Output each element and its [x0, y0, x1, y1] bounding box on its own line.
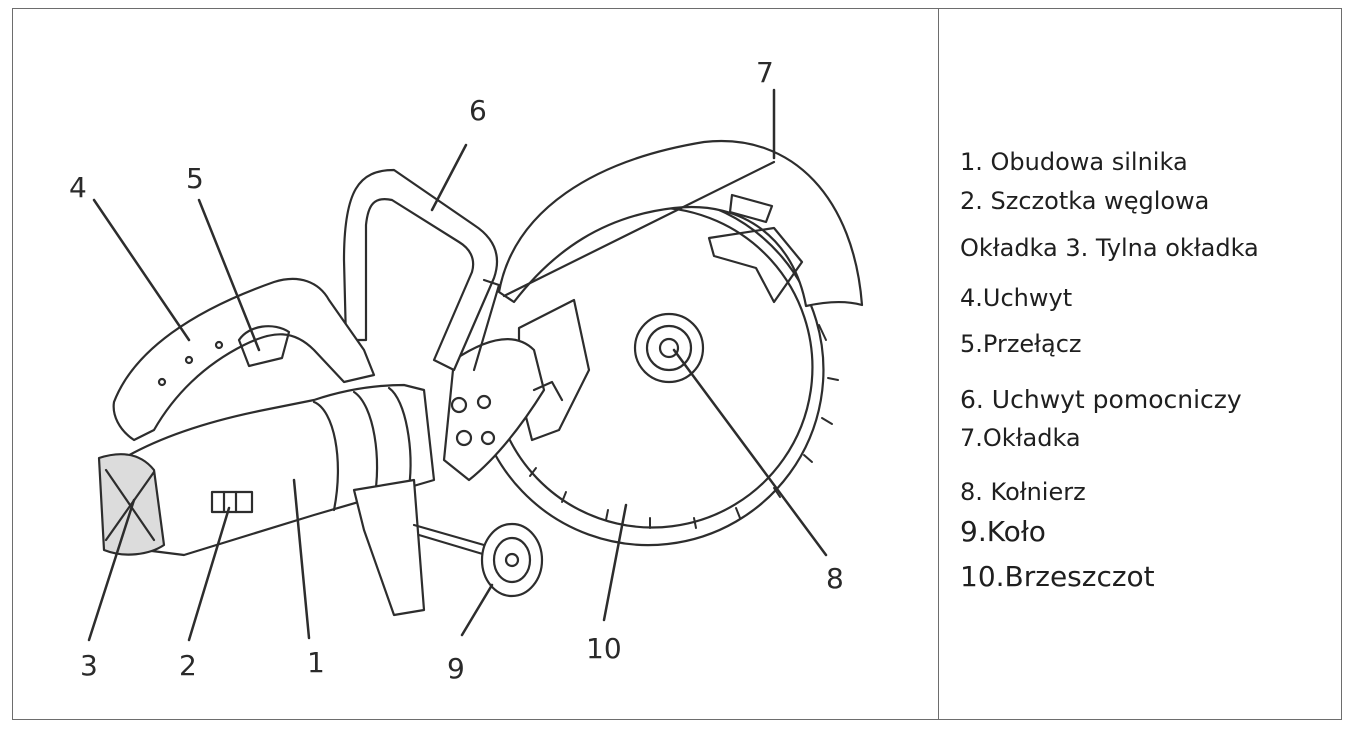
column-divider — [938, 8, 939, 720]
callout-5: 5 — [186, 162, 204, 195]
legend-item-5: 5.Przełącz — [960, 330, 1082, 358]
callout-9: 9 — [447, 652, 465, 685]
leader-lines — [87, 88, 828, 642]
diagram-frame — [12, 8, 1342, 720]
auxiliary-handle — [342, 168, 501, 372]
callout-7: 7 — [756, 56, 774, 89]
callout-4: 4 — [69, 171, 87, 204]
saw-drawing: 1 2 3 4 5 6 7 8 9 10 — [69, 56, 864, 685]
legend-item-8: 8. Kołnierz — [960, 478, 1086, 506]
callout-2: 2 — [179, 649, 197, 682]
legend-item-10: 10.Brzeszczot — [960, 560, 1155, 593]
callout-3: 3 — [80, 649, 98, 682]
blade-flange — [633, 312, 705, 384]
legend-item-3: Okładka 3. Tylna okładka — [960, 234, 1259, 262]
wheel — [352, 478, 544, 617]
blade-arm — [442, 338, 564, 482]
motor-housing — [122, 383, 436, 557]
callout-10: 10 — [586, 632, 622, 665]
legend-item-9: 9.Koło — [960, 515, 1046, 548]
main-handle — [112, 277, 376, 442]
legend-item-2: 2. Szczotka węglowa — [960, 187, 1210, 215]
legend-item-1: 1. Obudowa silnika — [960, 148, 1188, 176]
legend-item-6: 6. Uchwyt pomocniczy — [960, 385, 1242, 414]
legend-item-4: 4.Uchwyt — [960, 284, 1073, 312]
callout-8: 8 — [826, 562, 844, 595]
callout-1: 1 — [307, 646, 325, 679]
parts-legend: 1. Obudowa silnika 2. Szczotka węglowa O… — [960, 0, 1340, 734]
callout-6: 6 — [469, 94, 487, 127]
legend-item-7: 7.Okładka — [960, 424, 1081, 452]
